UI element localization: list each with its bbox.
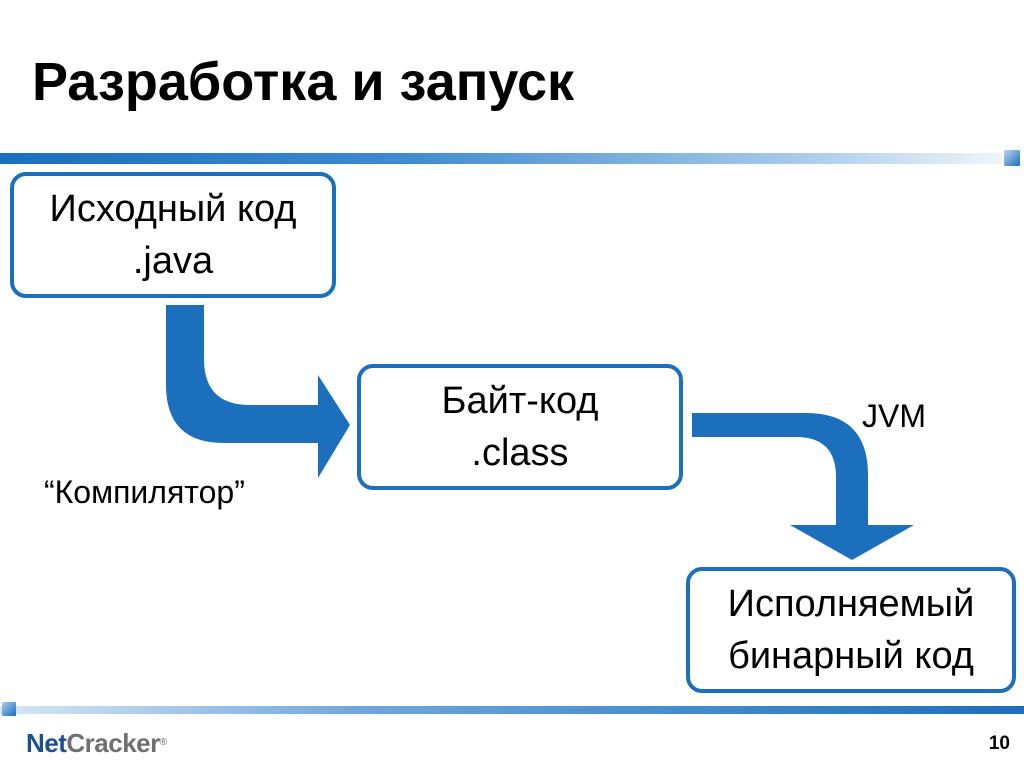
source-code-node: Исходный код .java [10, 172, 336, 298]
footer-divider [0, 706, 1024, 714]
binary-code-label-line2: бинарный код [728, 635, 974, 677]
source-code-label: Исходный код [49, 188, 297, 230]
source-code-extension: .java [132, 240, 214, 282]
logo-cracker-text: Cracker [66, 728, 160, 758]
bytecode-label: Байт-код [441, 380, 599, 422]
slide-title: Разработка и запуск [32, 52, 575, 112]
bytecode-extension: .class [471, 432, 569, 474]
divider-end-square [1004, 150, 1020, 166]
netcracker-logo: NetCracker® [26, 728, 167, 758]
bytecode-node: Байт-код .class [357, 364, 683, 490]
binary-code-label-line1: Исполняемый [727, 583, 975, 625]
footer-divider-end-square [2, 702, 16, 716]
title-divider [0, 153, 1002, 164]
jvm-edge-label: JVM [862, 398, 926, 434]
page-number: 10 [988, 733, 1010, 754]
logo-net-text: Net [26, 728, 67, 758]
compile-arrow [166, 305, 350, 478]
binary-code-node: Исполняемый бинарный код [686, 567, 1016, 693]
registered-mark: ® [159, 737, 167, 748]
compiler-edge-label: “Компилятор” [44, 474, 245, 510]
